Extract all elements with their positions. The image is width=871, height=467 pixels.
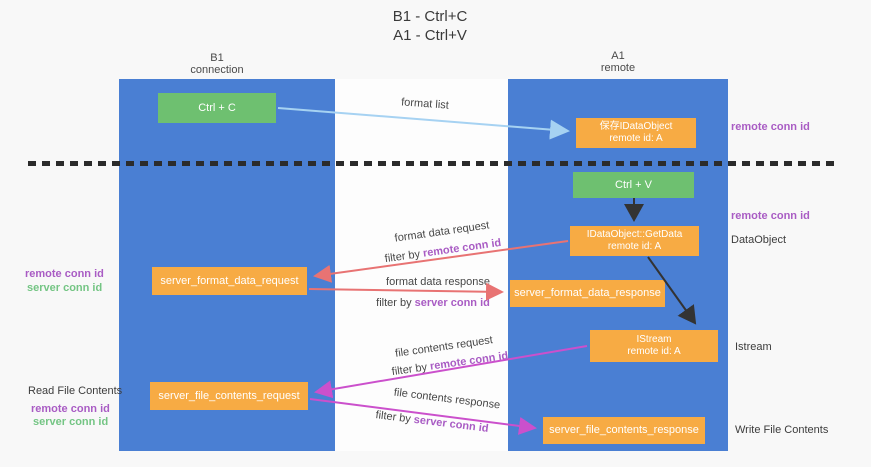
dashed-separator [28,161,838,166]
label-server-conn-id-left-2: server conn id [33,416,109,428]
lane-b1-subtitle: connection [190,64,244,76]
filter-by-text: filter by [376,297,415,309]
title-line-2: A1 - Ctrl+V [393,27,467,44]
lane-a1-subtitle: remote [600,62,636,74]
node-file-response-label: server_file_contents_response [549,424,699,436]
lane-header-b1: B1 connection [137,52,297,76]
node-save-idataobject-line1: 保存IDataObject [599,121,673,132]
node-istream-line1: IStream [636,334,672,345]
node-save-idataobject: 保存IDataObject remote id: A [576,118,696,148]
node-server-format-data-request: server_format_data_request [152,267,307,295]
label-remote-conn-id-top-right: remote conn id [731,121,810,133]
title-line-1: B1 - Ctrl+C [392,8,468,25]
label-server-conn-id-left-1: server conn id [27,282,103,294]
node-ctrl-v: Ctrl + V [573,172,694,198]
label-remote-conn-id-left-1: remote conn id [25,268,104,280]
node-ctrl-v-label: Ctrl + V [615,178,652,191]
node-format-response-label: server_format_data_response [514,287,661,299]
lane-a1-title: A1 [611,50,625,62]
node-istream-line2: remote id: A [627,346,681,357]
page-title: B1 - Ctrl+C A1 - Ctrl+V [0,7,860,45]
label-read-file-contents: Read File Contents [28,385,123,397]
node-getdata-line1: IDataObject::GetData [586,229,683,240]
lane-b1-title: B1 [210,52,224,64]
node-idataobject-getdata: IDataObject::GetData remote id: A [570,226,699,256]
label-write-file-contents: Write File Contents [735,424,829,436]
lane-header-a1: A1 remote [538,50,698,74]
node-file-request-label: server_file_contents_request [158,389,300,402]
server-conn-id-text: server conn id [414,297,490,309]
node-server-file-contents-response: server_file_contents_response [543,417,705,444]
label-filter-by-server-1: filter by server conn id [376,297,490,309]
node-ctrl-c-label: Ctrl + C [198,101,236,114]
label-remote-conn-id-mid-right: remote conn id [731,210,810,222]
node-server-format-data-response: server_format_data_response [510,280,665,307]
label-format-data-response: format data response [386,276,490,288]
node-istream: IStream remote id: A [590,330,718,362]
node-save-idataobject-line2: remote id: A [609,133,663,144]
node-getdata-line2: remote id: A [607,241,662,252]
node-server-file-contents-request: server_file_contents_request [150,382,308,410]
label-remote-conn-id-left-2: remote conn id [31,403,110,415]
label-istream: Istream [735,341,772,353]
label-dataobject: DataObject [731,234,787,246]
node-ctrl-c: Ctrl + C [158,93,276,123]
node-format-request-label: server_format_data_request [160,274,299,287]
